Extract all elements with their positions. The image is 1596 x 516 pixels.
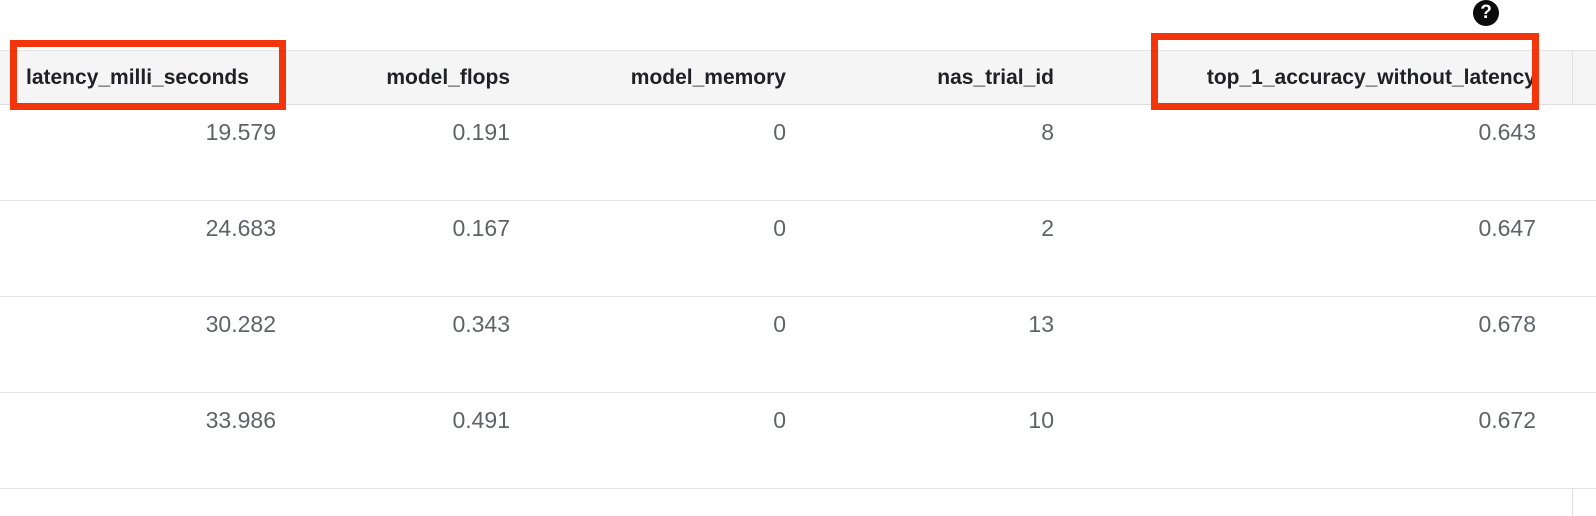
table-row[interactable]: 19.579 0.191 0 8 0.643	[0, 105, 1596, 201]
table-row[interactable]: 24.683 0.167 0 2 0.647	[0, 201, 1596, 297]
cell-nas-trial-id: 2	[1041, 215, 1054, 241]
table-header-row: latency_milli_seconds model_flops model_…	[0, 50, 1596, 105]
cell-latency-milli-seconds: 19.579	[205, 119, 276, 145]
column-header-model-memory[interactable]: model_memory	[630, 66, 786, 89]
column-header-model-flops[interactable]: model_flops	[386, 66, 510, 89]
cell-latency-milli-seconds: 33.986	[205, 407, 276, 433]
cell-latency-milli-seconds: 24.683	[205, 215, 276, 241]
cell-model-flops: 0.343	[452, 311, 510, 337]
cell-top-1-accuracy-without-latency: 0.643	[1478, 119, 1536, 145]
cell-model-memory: 0	[773, 311, 786, 337]
cell-top-1-accuracy-without-latency: 0.678	[1478, 311, 1536, 337]
cell-model-flops: 0.491	[452, 407, 510, 433]
column-header-nas-trial-id[interactable]: nas_trial_id	[937, 66, 1054, 89]
column-header-top-1-accuracy-without-latency[interactable]: top_1_accuracy_without_latency	[1206, 66, 1536, 89]
table-row[interactable]: 33.986 0.491 0 10 0.672	[0, 393, 1596, 489]
cell-model-memory: 0	[773, 407, 786, 433]
help-icon[interactable]: ?	[1473, 0, 1499, 26]
table-body: 19.579 0.191 0 8 0.643 24.683 0.167 0 2 …	[0, 105, 1596, 489]
cell-model-memory: 0	[773, 119, 786, 145]
cell-nas-trial-id: 13	[1028, 311, 1054, 337]
column-header-latency-milli-seconds[interactable]: latency_milli_seconds	[26, 66, 249, 89]
cell-top-1-accuracy-without-latency: 0.647	[1478, 215, 1536, 241]
table-row[interactable]: 30.282 0.343 0 13 0.678	[0, 297, 1596, 393]
cell-top-1-accuracy-without-latency: 0.672	[1478, 407, 1536, 433]
toolbar-strip: ?	[0, 0, 1596, 50]
cell-model-flops: 0.191	[452, 119, 510, 145]
cell-nas-trial-id: 8	[1041, 119, 1054, 145]
cell-model-memory: 0	[773, 215, 786, 241]
cell-latency-milli-seconds: 30.282	[205, 311, 276, 337]
cell-nas-trial-id: 10	[1028, 407, 1054, 433]
cell-model-flops: 0.167	[452, 215, 510, 241]
